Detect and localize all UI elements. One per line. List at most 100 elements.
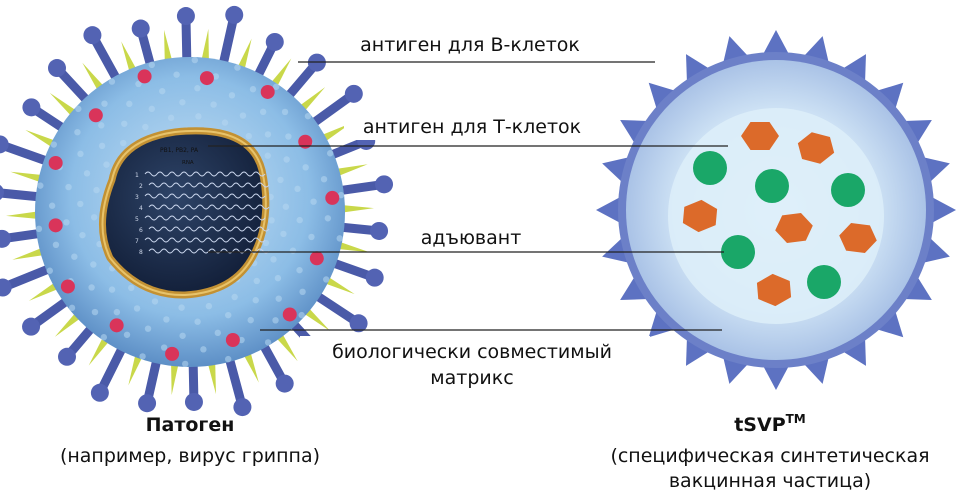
virus-red-antigen — [89, 108, 103, 122]
virus-texture-bead — [270, 256, 276, 262]
virus-red-antigen — [49, 218, 63, 232]
virus-spike-head — [91, 384, 109, 402]
virus-texture-bead — [63, 219, 69, 225]
virus-spike-head — [138, 394, 156, 412]
virus-texture-bead — [149, 62, 155, 68]
virus-texture-bead — [124, 332, 130, 338]
virus-texture-bead — [114, 309, 120, 315]
label-matrix-line1: биологически совместимый — [332, 341, 612, 363]
virus-texture-bead — [305, 113, 311, 119]
virus-red-antigen — [283, 307, 297, 321]
virus-texture-bead — [103, 161, 109, 167]
virus-texture-bead — [276, 295, 282, 301]
virus-texture-bead — [145, 325, 151, 331]
virus-red-antigen — [226, 333, 240, 347]
virus-texture-bead — [280, 231, 286, 237]
virus-texture-bead — [327, 150, 333, 156]
virus-spike-head — [177, 7, 195, 25]
virus-texture-bead — [53, 242, 59, 248]
virus-texture-bead — [283, 204, 289, 210]
pathogen-title: Патоген — [146, 414, 235, 436]
tsvp-title-main: tSVP — [734, 414, 785, 436]
rna-segment-number: 4 — [139, 205, 143, 212]
virus-texture-bead — [225, 356, 231, 362]
virus-texture-bead — [99, 143, 105, 149]
label-matrix-line2: матрикс — [430, 367, 513, 389]
virus-texture-bead — [77, 151, 83, 157]
virus-texture-bead — [159, 88, 165, 94]
virus-texture-bead — [194, 319, 200, 325]
virus-texture-bead — [246, 133, 252, 139]
virus-texture-bead — [134, 305, 140, 311]
virus-texture-bead — [231, 294, 237, 300]
virus-texture-bead — [240, 112, 246, 118]
rna-segment-number: 1 — [135, 172, 139, 179]
virus-spike-head — [375, 175, 393, 193]
virus-texture-bead — [65, 184, 71, 190]
virus-texture-bead — [36, 226, 42, 232]
virus-texture-bead — [290, 247, 296, 253]
tsvp-adjuvant-dot — [721, 235, 755, 269]
virus-texture-bead — [101, 100, 107, 106]
tsvp-title: tSVPTM — [734, 412, 806, 436]
tsvp-adjuvant-dot — [807, 265, 841, 299]
virus-texture-bead — [283, 156, 289, 162]
virus-texture-bead — [128, 285, 134, 291]
virus-texture-bead — [142, 124, 148, 130]
virus-spike-head — [22, 98, 40, 116]
rna-subheader: RNA — [182, 160, 194, 166]
virus-texture-bead — [194, 85, 200, 91]
rna-segment-number: 2 — [139, 183, 143, 190]
virus-red-antigen — [325, 191, 339, 205]
virus-spike-head — [58, 348, 76, 366]
virus-texture-bead — [74, 129, 80, 135]
tsvp-adjuvant-dot — [755, 169, 789, 203]
virus-red-antigen — [110, 318, 124, 332]
label-adjuvant: адъювант — [421, 227, 522, 249]
virus-texture-bead — [254, 278, 260, 284]
virus-spike-head — [266, 33, 284, 51]
virus-spike-head — [345, 85, 363, 103]
virus-texture-bead — [109, 78, 115, 84]
virus-texture-bead — [248, 317, 254, 323]
tsvp-adjuvant-dot — [693, 151, 727, 185]
virus-texture-bead — [302, 164, 308, 170]
virus-texture-bead — [297, 217, 303, 223]
virus-texture-bead — [161, 344, 167, 350]
virus-spike — [0, 192, 41, 197]
tsvp-title-sup: TM — [786, 412, 806, 426]
virus-texture-bead — [179, 99, 185, 105]
virus-texture-bead — [93, 187, 99, 193]
virus-spike-head — [185, 393, 203, 411]
virus-texture-bead — [173, 71, 179, 77]
virus-texture-bead — [149, 106, 155, 112]
virus-texture-bead — [49, 203, 55, 209]
virus-texture-bead — [109, 286, 115, 292]
virus-texture-bead — [268, 217, 274, 223]
virus-texture-bead — [192, 57, 198, 63]
virus-texture-bead — [178, 304, 184, 310]
virus-texture-bead — [98, 122, 104, 128]
virus-red-antigen — [200, 71, 214, 85]
virus-texture-bead — [126, 101, 132, 107]
pathogen-subtitle: (например, вирус гриппа) — [60, 445, 320, 467]
virus-texture-bead — [265, 131, 271, 137]
virus-texture-bead — [90, 261, 96, 267]
tsvp-subtitle-line1: (специфическая синтетическая — [610, 445, 929, 467]
virus-spike-head — [83, 26, 101, 44]
virus-spike-head — [0, 183, 4, 201]
virus-texture-bead — [250, 86, 256, 92]
virus-texture-bead — [265, 153, 271, 159]
virus-texture-bead — [336, 235, 342, 241]
virus-texture-bead — [260, 109, 266, 115]
virus-texture-bead — [163, 316, 169, 322]
virus-texture-bead — [120, 140, 126, 146]
virus-texture-bead — [310, 198, 316, 204]
virus-texture-bead — [321, 176, 327, 182]
virus-texture-bead — [92, 309, 98, 315]
virus-texture-bead — [253, 297, 259, 303]
label-antigen-b: антиген для В-клеток — [360, 34, 580, 56]
label-antigen-t: антиген для Т-клеток — [363, 116, 581, 138]
virus-texture-bead — [200, 346, 206, 352]
virus-texture-bead — [47, 268, 53, 274]
